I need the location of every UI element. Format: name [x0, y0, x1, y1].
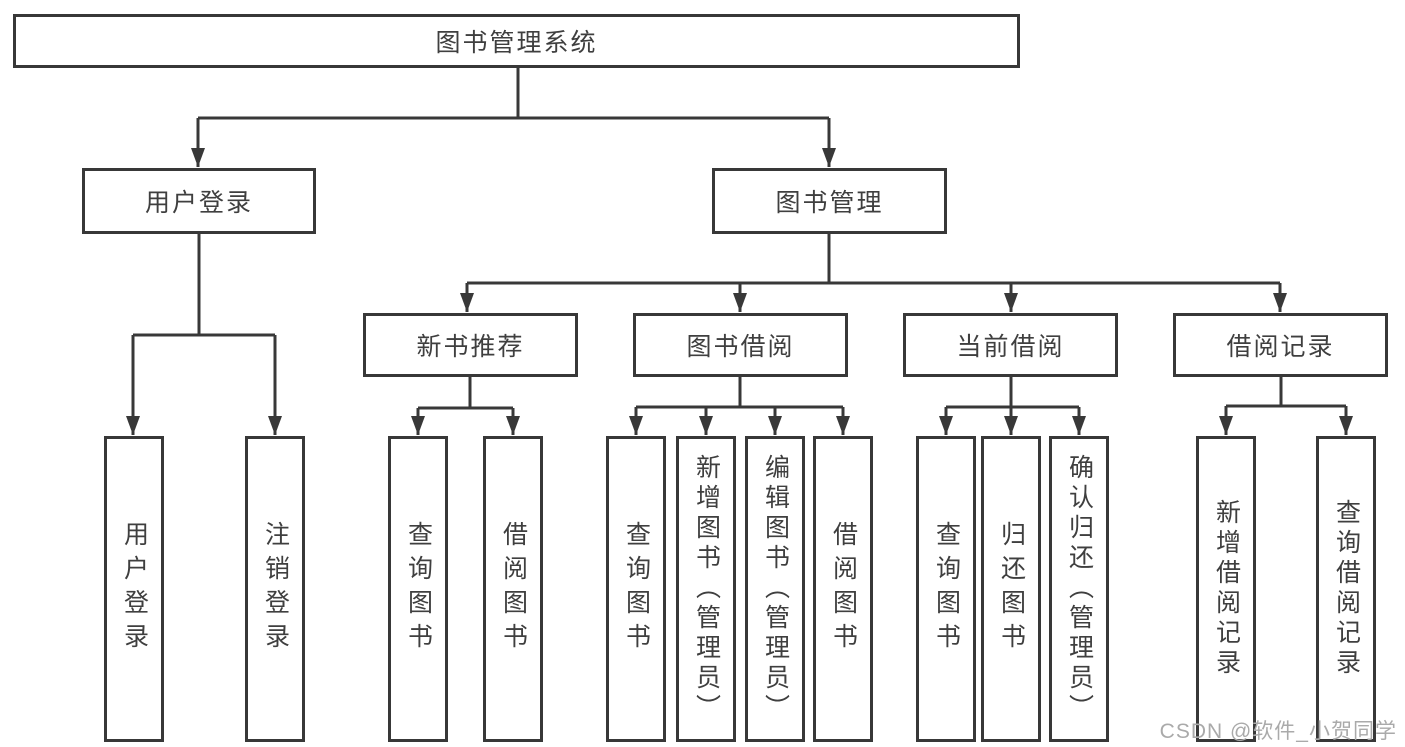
leaf-logout: 注销登录	[245, 436, 305, 742]
leaf-query-books-borrowing-label: 查询图书	[622, 521, 651, 657]
leaf-borrow-books-recommend: 借阅图书	[483, 436, 543, 742]
node-user-login-label: 用户登录	[144, 189, 253, 217]
leaf-user-login: 用户登录	[104, 436, 164, 742]
node-new-book-recommend-label: 新书推荐	[416, 333, 525, 361]
leaf-logout-label: 注销登录	[261, 521, 290, 657]
node-borrowing-records-label: 借阅记录	[1226, 333, 1335, 361]
leaf-return-books: 归还图书	[981, 436, 1041, 742]
leaf-add-books-admin-label: 新增图书（管理员）	[692, 454, 721, 724]
leaf-borrow-books: 借阅图书	[813, 436, 873, 742]
leaf-add-books-admin: 新增图书（管理员）	[676, 436, 736, 742]
leaf-query-books-current-label: 查询图书	[932, 521, 961, 657]
leaf-edit-books-admin-label: 编辑图书（管理员）	[761, 454, 790, 724]
leaf-query-books-borrowing: 查询图书	[606, 436, 666, 742]
watermark: CSDN @软件_小贺同学	[1159, 720, 1397, 743]
leaf-query-books-recommend: 查询图书	[388, 436, 448, 742]
leaf-borrow-books-label: 借阅图书	[829, 521, 858, 657]
leaf-user-login-label: 用户登录	[120, 521, 149, 657]
leaf-confirm-return-admin-label: 确认归还（管理员）	[1065, 454, 1094, 724]
leaf-edit-books-admin: 编辑图书（管理员）	[745, 436, 805, 742]
node-borrowing-records: 借阅记录	[1173, 313, 1388, 377]
node-book-borrowing-label: 图书借阅	[686, 333, 795, 361]
node-current-borrowing-label: 当前借阅	[956, 333, 1065, 361]
leaf-confirm-return-admin: 确认归还（管理员）	[1049, 436, 1109, 742]
leaf-query-borrow-record: 查询借阅记录	[1316, 436, 1376, 742]
leaf-add-borrow-record-label: 新增借阅记录	[1212, 499, 1241, 679]
node-book-management-label: 图书管理	[775, 189, 884, 217]
node-book-management: 图书管理	[712, 168, 947, 234]
node-current-borrowing: 当前借阅	[903, 313, 1118, 377]
leaf-query-books-recommend-label: 查询图书	[404, 521, 433, 657]
leaf-add-borrow-record: 新增借阅记录	[1196, 436, 1256, 742]
leaf-borrow-books-recommend-label: 借阅图书	[499, 521, 528, 657]
node-new-book-recommend: 新书推荐	[363, 313, 578, 377]
node-book-borrowing: 图书借阅	[633, 313, 848, 377]
node-user-login: 用户登录	[82, 168, 316, 234]
node-root-label: 图书管理系统	[435, 29, 598, 57]
node-root: 图书管理系统	[13, 14, 1020, 68]
leaf-return-books-label: 归还图书	[997, 521, 1026, 657]
leaf-query-borrow-record-label: 查询借阅记录	[1332, 499, 1361, 679]
leaf-query-books-current: 查询图书	[916, 436, 976, 742]
